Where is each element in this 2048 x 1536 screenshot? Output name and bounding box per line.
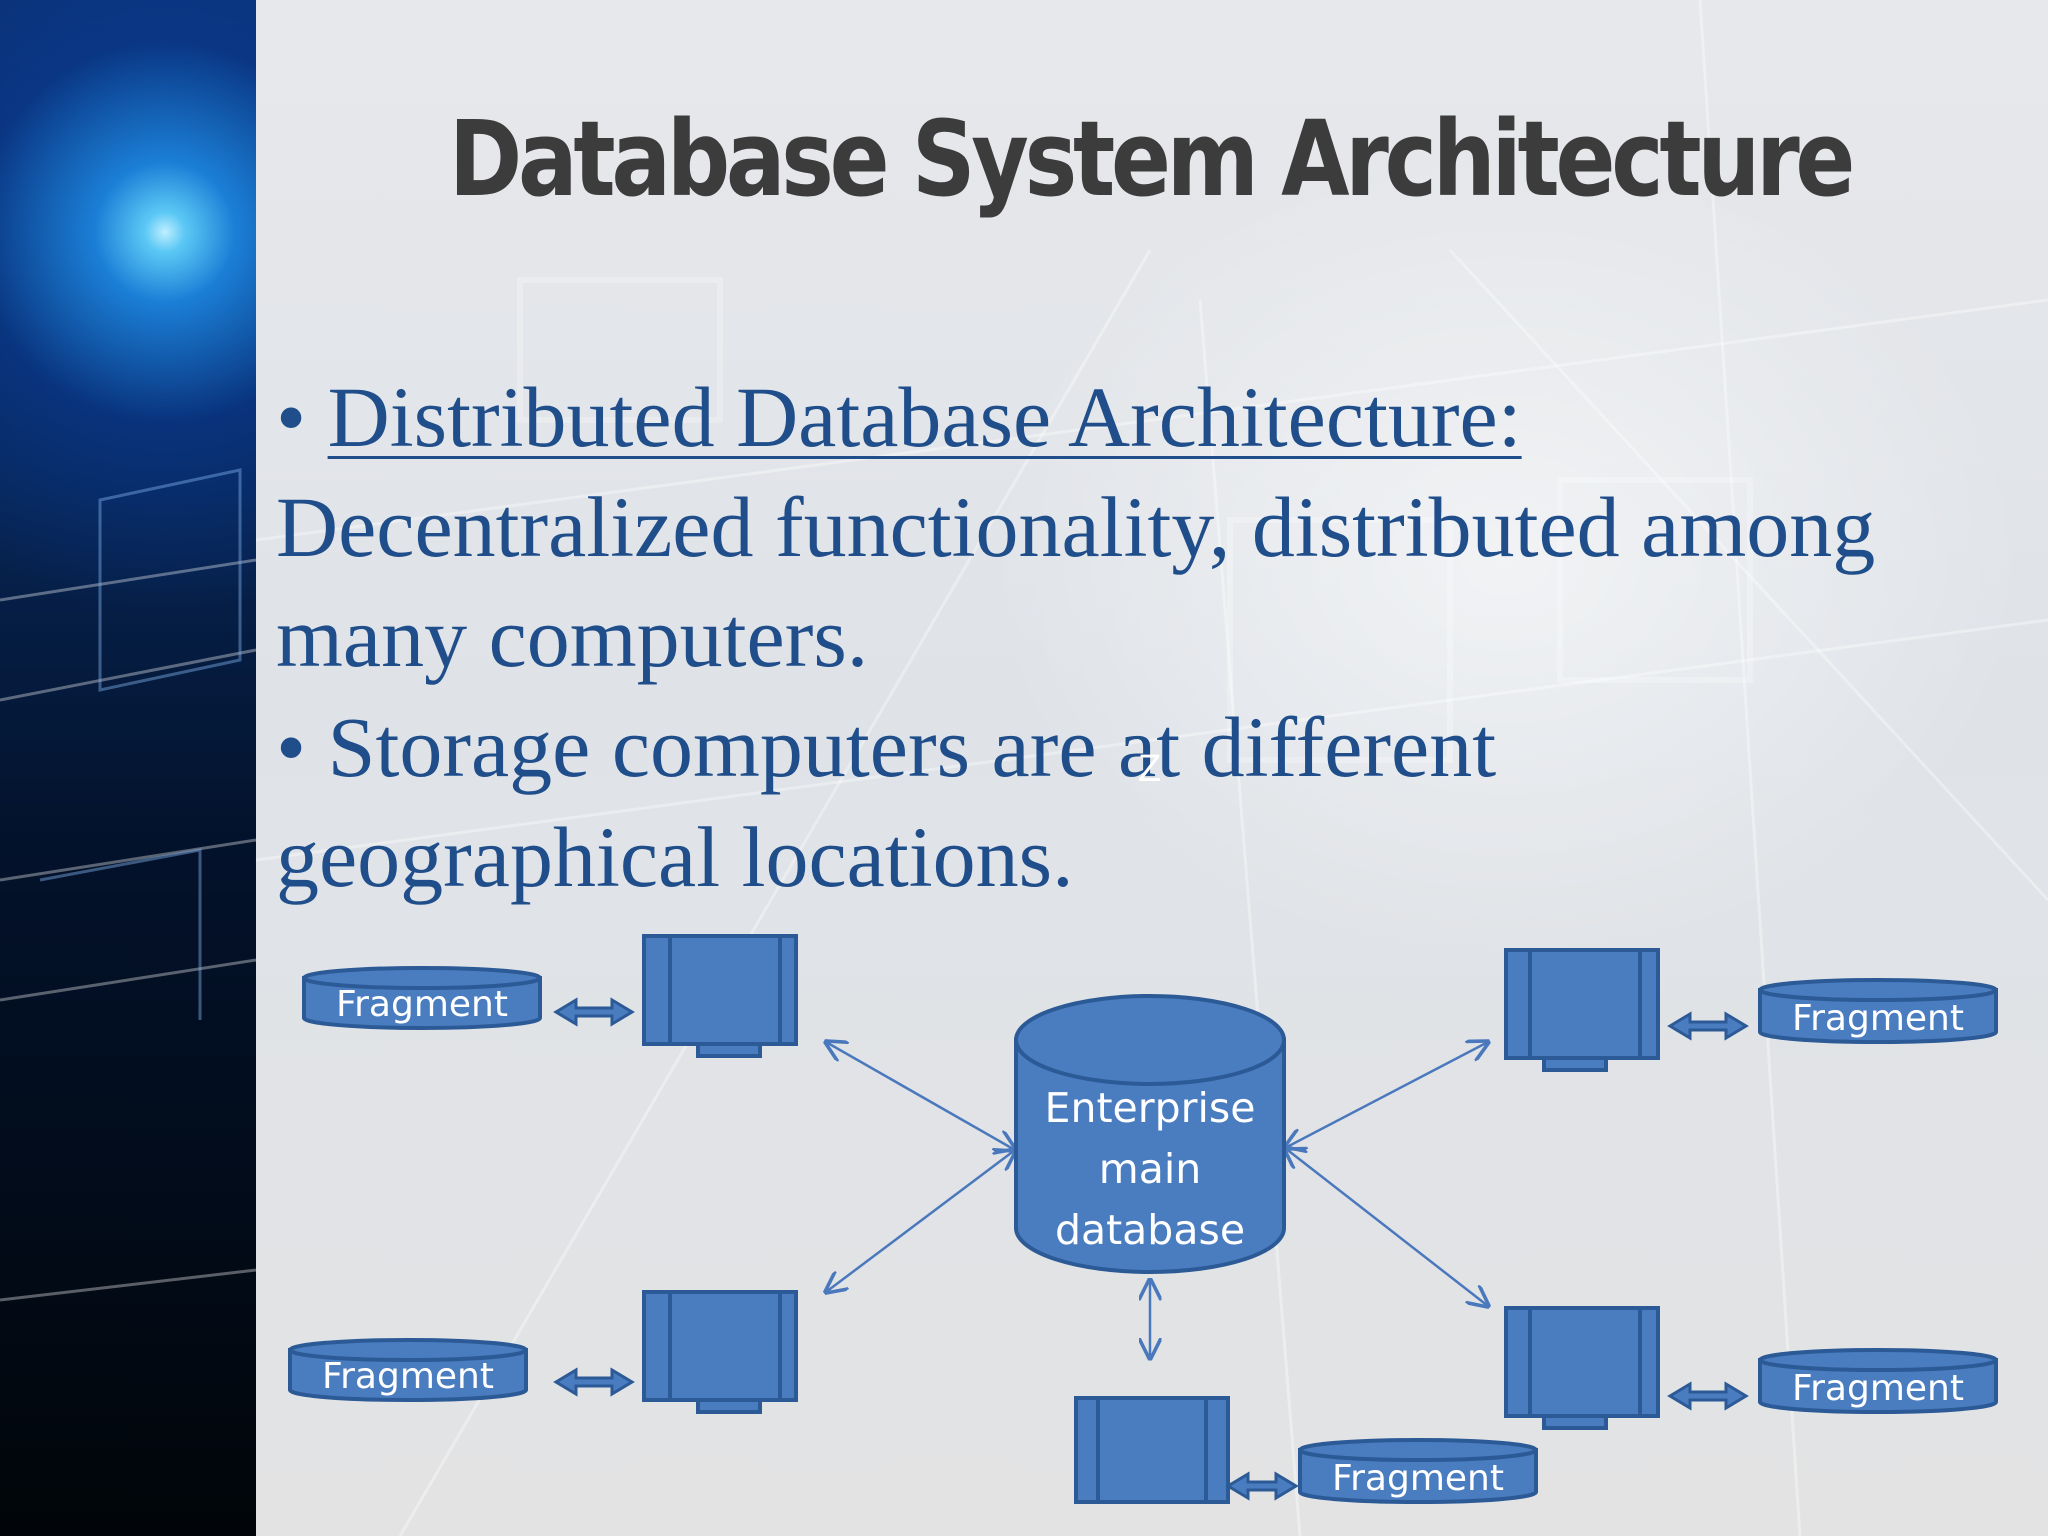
central-database-label-line-3: database: [1055, 1206, 1245, 1254]
double-arrow-icon: [1225, 1471, 1299, 1501]
computer-monitor-icon: [1074, 1396, 1230, 1504]
slide-body: • Distributed Database Architecture: Dec…: [276, 362, 2016, 912]
double-arrow-icon: [1667, 1011, 1749, 1041]
fragment-disk: Fragment: [1758, 1348, 1998, 1414]
fragment-label: Fragment: [336, 984, 508, 1025]
connector-arrow-top-right: [1285, 1042, 1488, 1148]
computer-monitor-icon: [1504, 948, 1660, 1072]
connector-arrow-top-left: [826, 1042, 1015, 1150]
fragment-disk: Fragment: [288, 1338, 528, 1402]
stray-character: Z: [1138, 748, 1162, 790]
bullet-1-line-2: Decentralized functionality, distributed…: [276, 479, 1876, 575]
double-arrow-icon: [553, 1367, 635, 1397]
bullet-2-text: Storage computers are at different: [327, 699, 1497, 795]
bullet-2-line-1: • Storage computers are at different: [276, 699, 1497, 795]
double-arrow-icon: [553, 997, 635, 1027]
fragment-label: Fragment: [1332, 1458, 1504, 1499]
slide-title: Database System Architecture: [448, 98, 1855, 220]
connector-arrow-bottom-left: [826, 1150, 1015, 1292]
computer-monitor-icon: [642, 934, 798, 1058]
bullet-1-heading-line: • Distributed Database Architecture:: [276, 369, 1522, 465]
fragment-disk: Fragment: [1758, 978, 1998, 1044]
fragment-disk: Fragment: [1298, 1438, 1538, 1504]
computer-monitor-icon: [1504, 1306, 1660, 1430]
fragment-label: Fragment: [322, 1356, 494, 1397]
bullet-1-line-3: many computers.: [276, 589, 869, 685]
bullet-1-heading: Distributed Database Architecture:: [327, 369, 1522, 465]
computer-monitor-icon: [642, 1290, 798, 1414]
connector-arrow-bottom-right: [1285, 1148, 1488, 1306]
central-database-label-line-2: main: [1099, 1145, 1201, 1193]
bullet-2-line-2: geographical locations.: [276, 809, 1074, 905]
central-database-label-line-1: Enterprise: [1045, 1084, 1256, 1132]
central-database-cylinder: Enterprise main database: [1014, 994, 1286, 1274]
fragment-label: Fragment: [1792, 998, 1964, 1039]
fragment-label: Fragment: [1792, 1368, 1964, 1409]
background-left-panel: [0, 0, 256, 1536]
fragment-disk: Fragment: [302, 966, 542, 1030]
double-arrow-icon: [1667, 1381, 1749, 1411]
